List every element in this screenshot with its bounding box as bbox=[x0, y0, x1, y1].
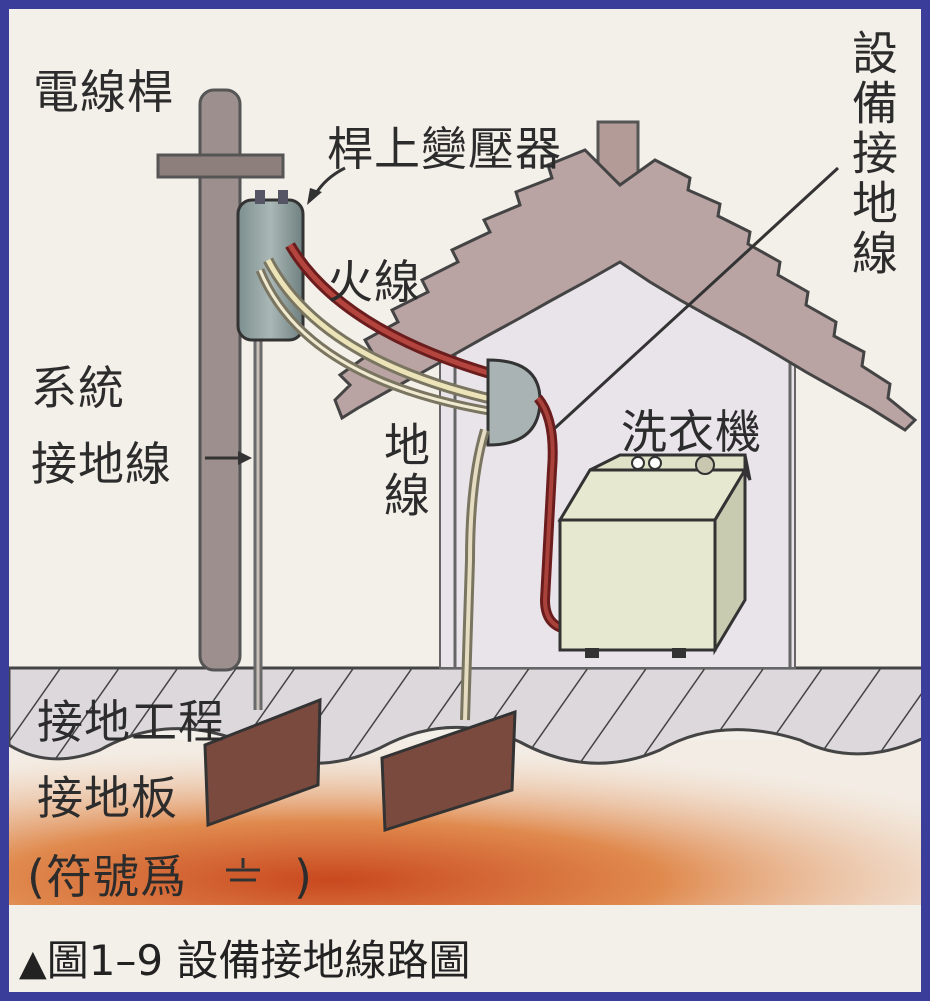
caption-marker: ▲ bbox=[19, 943, 47, 984]
system-ground-label-2: 接地線 bbox=[31, 437, 172, 491]
pole-label: 電線桿 bbox=[33, 65, 174, 119]
symbol-prefix-label: (符號爲 bbox=[27, 850, 187, 904]
washing-machine-label: 洗衣機 bbox=[621, 405, 762, 459]
ground-symbol-icon bbox=[226, 858, 260, 882]
ground-plate-left bbox=[203, 697, 322, 828]
ground-plate-right bbox=[380, 709, 517, 833]
grounding-illustration bbox=[9, 88, 921, 992]
live-wire-label: 火線 bbox=[327, 255, 421, 309]
washing-machine bbox=[557, 453, 752, 658]
utility-pole bbox=[198, 88, 242, 672]
figure-caption: ▲圖1–9 設備接地線路圖 bbox=[19, 927, 470, 988]
pole-crossarm bbox=[156, 153, 285, 179]
roof bbox=[333, 148, 918, 432]
caption-text: 圖1–9 設備接地線路圖 bbox=[46, 936, 471, 985]
equipment-ground-pointer bbox=[553, 166, 840, 430]
system-ground-label-1: 系統 bbox=[31, 361, 125, 415]
transformer-label: 桿上變壓器 bbox=[327, 122, 562, 176]
ground-wire-label: 地線 bbox=[377, 421, 431, 521]
symbol-suffix-label: ) bbox=[294, 850, 313, 904]
ground-plate-label: 接地板 bbox=[37, 771, 178, 825]
equipment-ground-wire-label: 設備接地線 bbox=[845, 29, 899, 279]
grounding-work-label: 接地工程 bbox=[37, 695, 225, 749]
